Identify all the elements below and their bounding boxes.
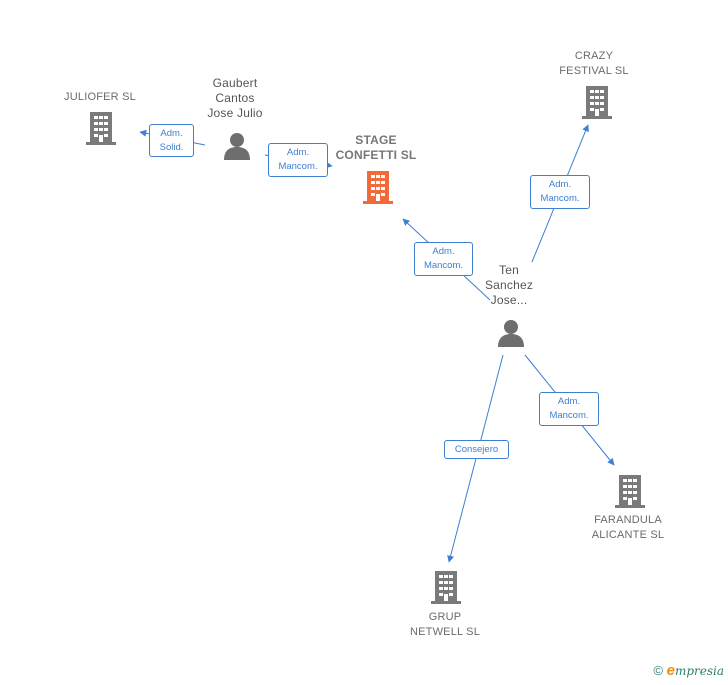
grup-building-icon[interactable] [431,571,461,604]
juliofer-label[interactable]: JULIOFER SL [64,91,136,103]
empresia-logo-text: mpresia [674,664,724,678]
edge-label-gaubert-stage[interactable]: Adm. Mancom. [268,143,328,177]
edge-label-ten-stage[interactable]: Adm. Mancom. [414,242,473,276]
farandula-label[interactable]: FARANDULA ALICANTE SL [591,514,665,541]
grup-label[interactable]: GRUP NETWELL SL [409,611,481,638]
ten-label[interactable]: Ten Sanchez Jose... [484,263,534,307]
crazy-label[interactable]: CRAZY FESTIVAL SL [559,50,629,77]
empresia-logo-e: e [666,662,675,679]
edge-label-ten-crazy[interactable]: Adm. Mancom. [530,175,590,209]
empresia-brand[interactable]: © empresia [653,662,724,679]
edge-label-consejero[interactable]: Consejero [444,440,509,459]
edge-label-adm-solid[interactable]: Adm. Solid. [149,124,194,157]
stage-building-icon[interactable] [363,171,393,204]
copyright-symbol: © [653,663,663,678]
gaubert-label[interactable]: Gaubert Cantos Jose Julio [207,76,263,120]
farandula-building-icon[interactable] [615,475,645,508]
juliofer-building-icon[interactable] [86,112,116,145]
crazy-building-icon[interactable] [582,86,612,119]
ten-person-icon[interactable] [498,320,524,347]
gaubert-person-icon[interactable] [224,133,250,160]
stage-label[interactable]: STAGE CONFETTI SL [335,133,417,162]
edge-label-ten-farandula[interactable]: Adm. Mancom. [539,392,599,426]
